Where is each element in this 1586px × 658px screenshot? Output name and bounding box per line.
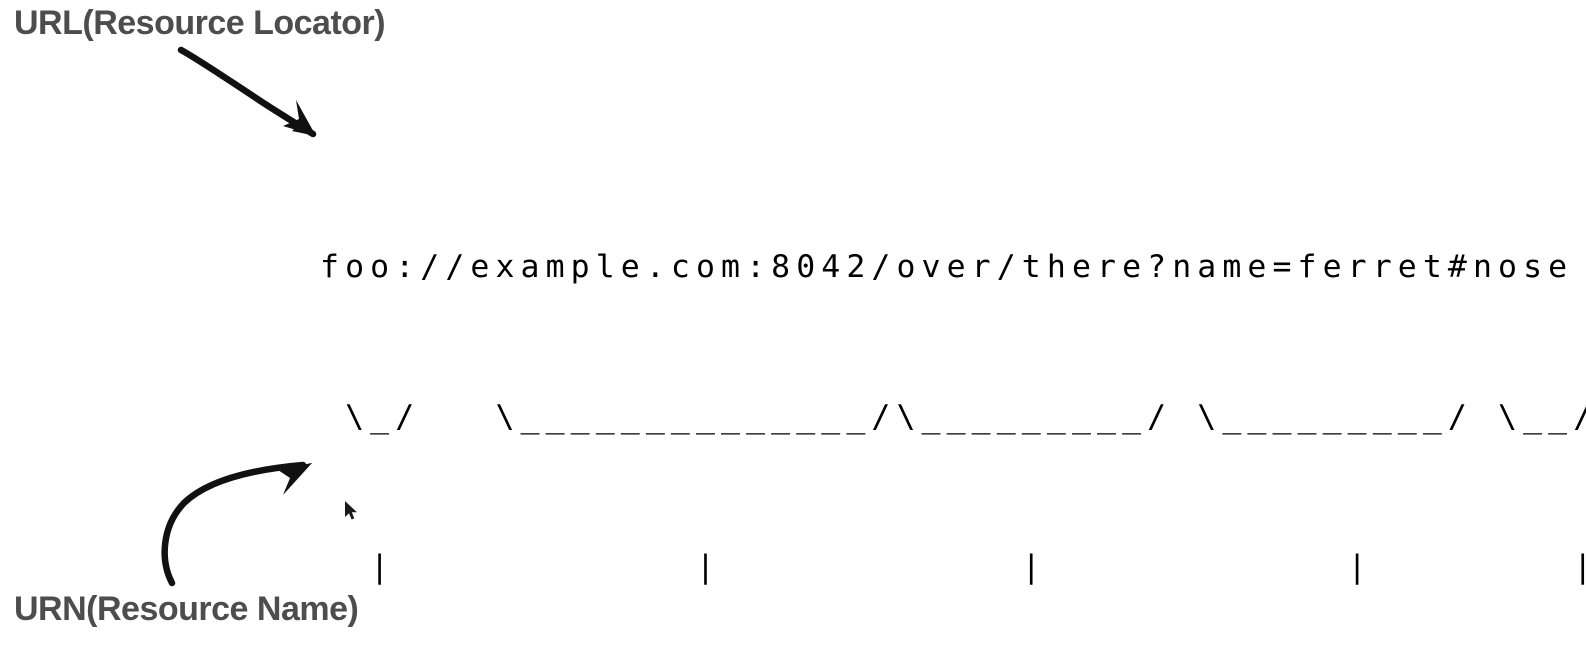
- uri-ascii-diagram: foo://example.com:8042/over/there?name=f…: [320, 142, 1586, 658]
- ascii-line-stems: | | | | |: [320, 549, 1586, 585]
- urn-annotation-label: URN(Resource Name): [14, 590, 359, 628]
- url-annotation-label: URL(Resource Locator): [14, 4, 386, 42]
- url-arrow-icon: [177, 46, 317, 138]
- ascii-line-brackets: \_/ \______________/\_________/ \_______…: [320, 399, 1586, 435]
- ascii-line-url: foo://example.com:8042/over/there?name=f…: [320, 249, 1574, 285]
- mouse-pointer-icon: [345, 501, 357, 520]
- urn-arrow-icon: [161, 461, 312, 587]
